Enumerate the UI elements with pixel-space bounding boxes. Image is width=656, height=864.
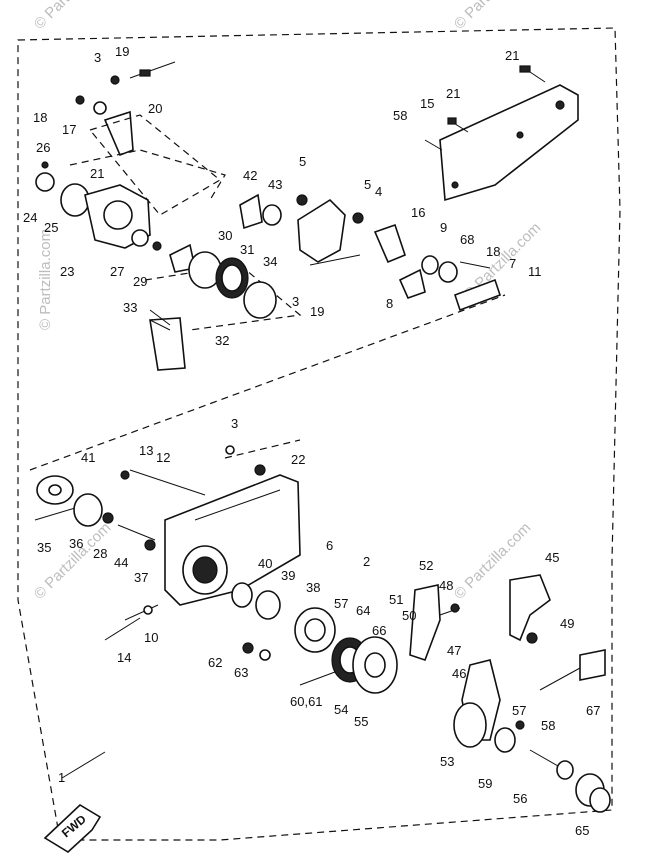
callout-10: 10 [144, 630, 158, 645]
callout-46: 46 [452, 666, 466, 681]
callout-24: 24 [23, 210, 37, 225]
subassembly-box-b [69, 149, 226, 201]
callout-30: 30 [218, 228, 232, 243]
callout-58: 58 [393, 108, 407, 123]
callout-14: 14 [117, 650, 131, 665]
callout-labels: 1 2 3 3 3 4 5 5 6 7 8 9 10 11 12 13 14 1… [23, 44, 600, 838]
callout-23: 23 [60, 264, 74, 279]
callout-41: 41 [81, 450, 95, 465]
callout-57: 57 [512, 703, 526, 718]
lower-seal-stack [231, 582, 398, 694]
callout-40: 40 [258, 556, 272, 571]
callout-58: 58 [541, 718, 555, 733]
callout-45: 45 [545, 550, 559, 565]
callout-5: 5 [299, 154, 306, 169]
lower-main-housing [164, 474, 301, 606]
callout-67: 67 [586, 703, 600, 718]
callout-5: 5 [364, 177, 371, 192]
callout-19: 19 [310, 304, 324, 319]
callout-15: 15 [420, 96, 434, 111]
callout-44: 44 [114, 555, 128, 570]
callout-33: 33 [123, 300, 137, 315]
callout-52: 52 [419, 558, 433, 573]
lower-left-parts [34, 475, 159, 621]
callout-31: 31 [240, 242, 254, 257]
callout-38: 38 [306, 580, 320, 595]
callout-7: 7 [509, 256, 516, 271]
callout-49: 49 [560, 616, 574, 631]
callout-43: 43 [268, 177, 282, 192]
callout-59: 59 [478, 776, 492, 791]
callout-3: 3 [292, 294, 299, 309]
lever-linkage [296, 194, 502, 312]
leader-1 [61, 751, 106, 779]
callout-39: 39 [281, 568, 295, 583]
callout-26: 26 [36, 140, 50, 155]
callout-20: 20 [148, 101, 162, 116]
callout-27: 27 [110, 264, 124, 279]
watermark: © Partzilla.com [37, 229, 54, 330]
callout-13: 13 [139, 443, 153, 458]
callout-48: 48 [439, 578, 453, 593]
callout-54: 54 [334, 702, 348, 717]
watermark: © Partzilla.com [31, 0, 114, 33]
callout-60-61: 60,61 [290, 694, 323, 709]
callout-25: 25 [44, 220, 58, 235]
callout-42: 42 [243, 168, 257, 183]
callout-29: 29 [133, 274, 147, 289]
callout-18: 18 [33, 110, 47, 125]
callout-11: 11 [528, 264, 542, 279]
callout-21: 21 [90, 166, 104, 181]
callout-63: 63 [234, 665, 248, 680]
callout-17: 17 [62, 122, 76, 137]
guide-line [29, 294, 506, 471]
callout-57: 57 [334, 596, 348, 611]
callout-51: 51 [389, 592, 403, 607]
callout-55: 55 [354, 714, 368, 729]
callout-47: 47 [447, 643, 461, 658]
callout-21: 21 [505, 48, 519, 63]
callout-32: 32 [215, 333, 229, 348]
callout-6: 6 [326, 538, 333, 553]
callout-16: 16 [411, 205, 425, 220]
bracket-bolts [424, 65, 546, 151]
callout-37: 37 [134, 570, 148, 585]
callout-8: 8 [386, 296, 393, 311]
callout-65: 65 [575, 823, 589, 838]
watermark: © Partzilla.com [31, 519, 114, 602]
assembly-boundary [17, 27, 621, 841]
callout-3: 3 [231, 416, 238, 431]
callout-4: 4 [375, 184, 382, 199]
callout-19: 19 [115, 44, 129, 59]
callout-34: 34 [263, 254, 277, 269]
bushing-parts [239, 193, 282, 230]
callout-56: 56 [513, 791, 527, 806]
lower-right-levers [409, 574, 611, 813]
callout-9: 9 [440, 220, 447, 235]
watermark: © Partzilla.com [451, 0, 534, 33]
callout-1: 1 [58, 770, 65, 785]
callout-62: 62 [208, 655, 222, 670]
fwd-arrow: FWD [43, 804, 102, 853]
callout-64: 64 [356, 603, 370, 618]
callout-18: 18 [486, 244, 500, 259]
upper-left-housing [35, 101, 151, 249]
middle-shaft-parts [149, 243, 277, 371]
callout-22: 22 [291, 452, 305, 467]
callout-36: 36 [69, 536, 83, 551]
callout-21: 21 [446, 86, 460, 101]
callout-12: 12 [156, 450, 170, 465]
small-screws [41, 61, 266, 641]
callout-2: 2 [363, 554, 370, 569]
callout-28: 28 [93, 546, 107, 561]
callout-35: 35 [37, 540, 51, 555]
guide-line [224, 439, 301, 459]
callout-66: 66 [372, 623, 386, 638]
callout-68: 68 [460, 232, 474, 247]
bracket-plate [439, 84, 579, 202]
callout-3: 3 [94, 50, 101, 65]
callout-53: 53 [440, 754, 454, 769]
callout-50: 50 [402, 608, 416, 623]
